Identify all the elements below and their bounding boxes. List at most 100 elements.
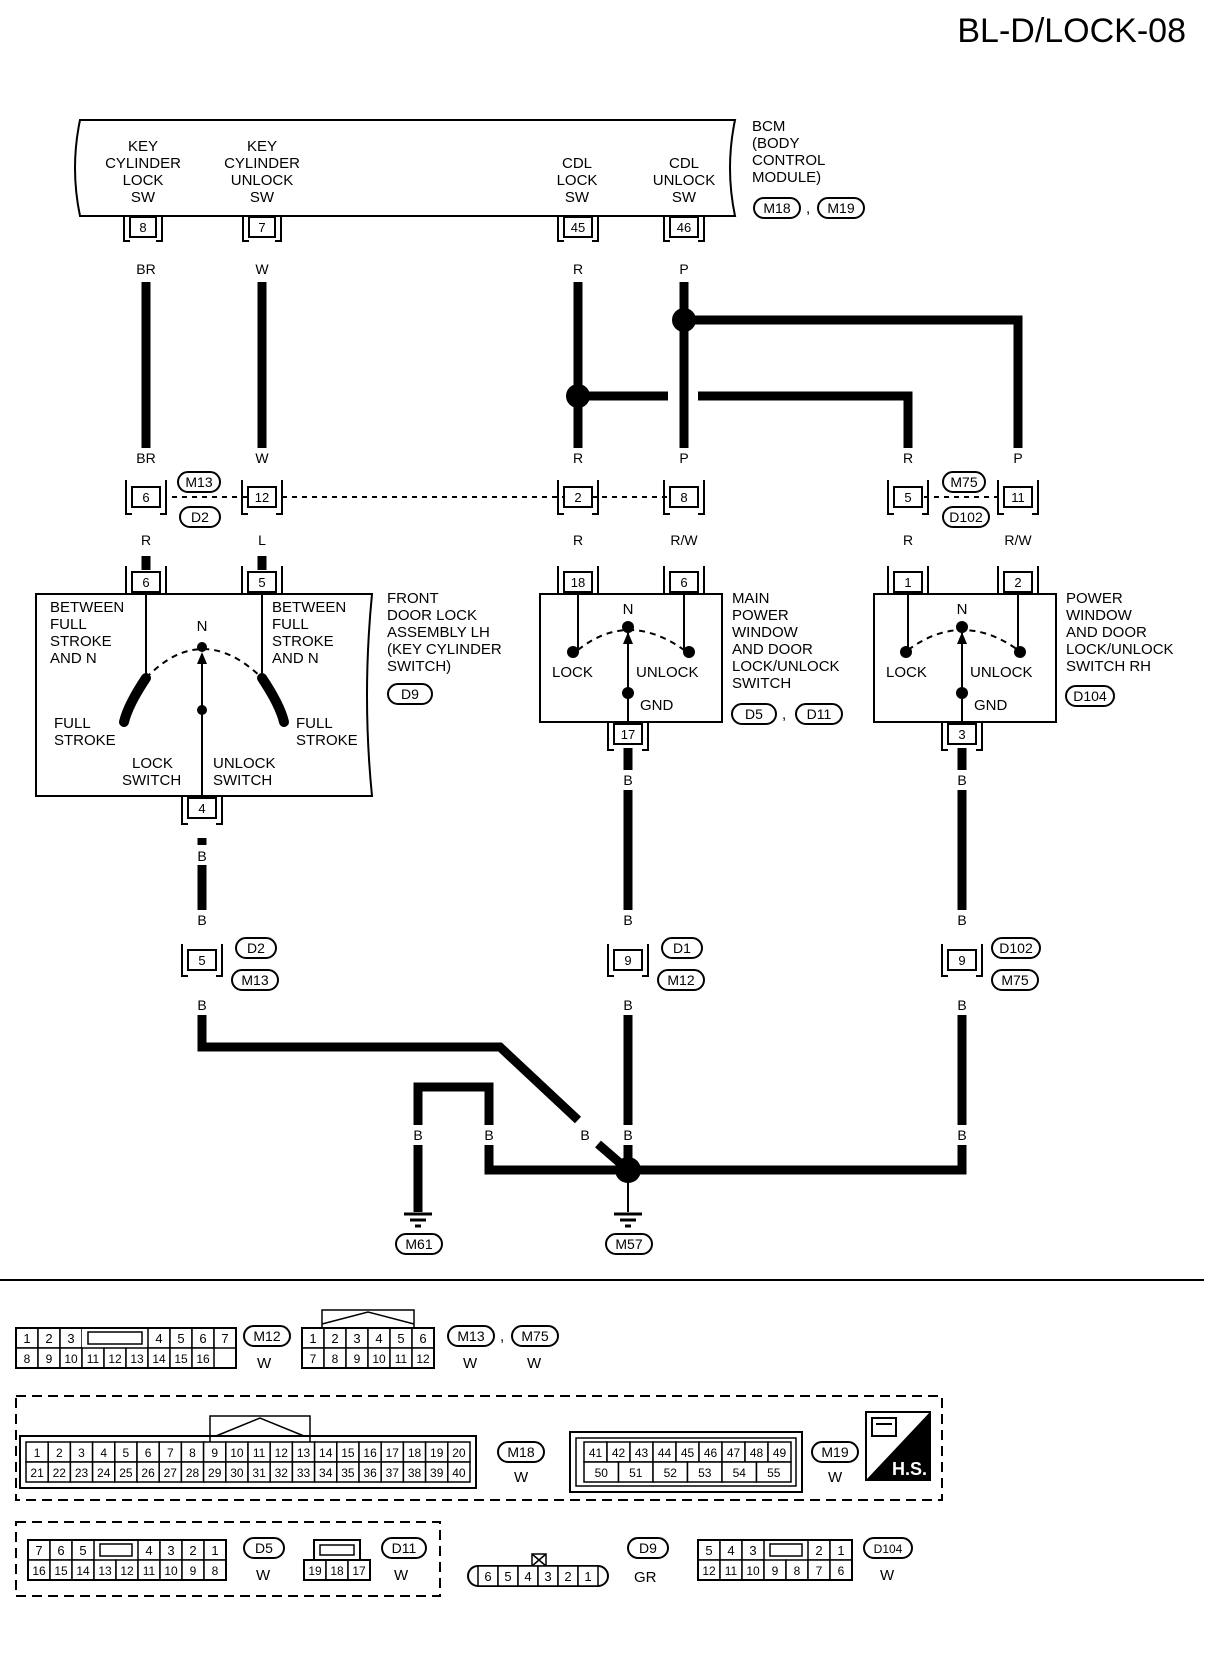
svg-text:SWITCH: SWITCH (122, 772, 181, 789)
pin-number: 4 (155, 1331, 162, 1346)
pin-number: 15 (341, 1446, 355, 1460)
pin-number: 12 (120, 1564, 134, 1578)
pin-number: 9 (211, 1446, 218, 1460)
svg-text:BR: BR (136, 261, 155, 277)
pin-number: 11 (143, 1564, 156, 1578)
svg-text:M12: M12 (667, 972, 694, 988)
pin-number: 11 (725, 1564, 738, 1578)
pin-number: 1 (309, 1331, 316, 1346)
pin-number: 44 (658, 1446, 672, 1460)
svg-text:D5: D5 (255, 1540, 273, 1556)
svg-text:D1: D1 (673, 940, 691, 956)
bcm-pin-8: 8 (123, 216, 163, 242)
pin-number: 34 (319, 1466, 333, 1480)
pin-number: 33 (297, 1466, 311, 1480)
pin-number: 26 (141, 1466, 155, 1480)
svg-text:D102: D102 (949, 509, 983, 525)
svg-text:UNLOCK: UNLOCK (653, 172, 716, 189)
pin-cell (447, 1461, 471, 1483)
pin-number: 32 (275, 1466, 289, 1480)
pin-number: 42 (612, 1446, 626, 1460)
svg-text:KEY: KEY (247, 138, 277, 155)
hs-icon: H.S. (865, 1411, 931, 1481)
svg-text:AND DOOR: AND DOOR (1066, 624, 1147, 641)
svg-text:BETWEEN: BETWEEN (272, 599, 346, 616)
rh-switch-label: POWER WINDOW AND DOOR LOCK/UNLOCK SWITCH… (1065, 590, 1174, 707)
pin-number: 6 (199, 1331, 206, 1346)
pin-number: 43 (635, 1446, 649, 1460)
svg-text:5: 5 (904, 490, 911, 505)
svg-text:WINDOW: WINDOW (732, 624, 799, 641)
pin-number: 15 (54, 1564, 68, 1578)
pin-number: 5 (705, 1543, 712, 1558)
svg-text:M13: M13 (185, 474, 212, 490)
pin-number: 24 (97, 1466, 111, 1480)
pin-number: 18 (408, 1446, 422, 1460)
pin-number: 3 (167, 1543, 174, 1558)
svg-text:D5: D5 (745, 706, 763, 722)
front-door-lock-label: FRONT DOOR LOCK ASSEMBLY LH (KEY CYLINDE… (387, 590, 502, 705)
svg-text:9: 9 (624, 953, 631, 968)
pin-number: 11 (87, 1352, 100, 1366)
pin-number: 5 (177, 1331, 184, 1346)
pin-number: 1 (23, 1331, 30, 1346)
pin-number: 4 (524, 1569, 531, 1584)
svg-text:11: 11 (1011, 490, 1025, 505)
svg-text:B: B (197, 997, 206, 1013)
inline-connector-m75-d102: 5 11 M75 D102 (887, 471, 1039, 528)
svg-text:12: 12 (255, 490, 269, 505)
pin-number: 7 (816, 1564, 823, 1578)
pin-number: 2 (564, 1569, 571, 1584)
svg-text:6: 6 (142, 490, 149, 505)
pin-number: 10 (64, 1352, 78, 1366)
pin-number: 37 (386, 1466, 400, 1480)
pin-number: 14 (76, 1564, 90, 1578)
svg-text:W: W (255, 261, 269, 277)
pin-number: 2 (331, 1331, 338, 1346)
pin-number: 12 (275, 1446, 289, 1460)
pin-number: 17 (386, 1446, 400, 1460)
pin-number: 4 (727, 1543, 734, 1558)
front-door-lock-assembly: 6 5 4 BETWEEN FULL STROKE AND N BETWEEN … (35, 566, 374, 825)
svg-text:UNLOCK: UNLOCK (970, 664, 1033, 681)
svg-text:W: W (255, 450, 269, 466)
svg-text:W: W (880, 1567, 895, 1584)
svg-text:3: 3 (958, 727, 965, 742)
svg-text:STROKE: STROKE (296, 732, 358, 749)
svg-text:LOCK/UNLOCK: LOCK/UNLOCK (1066, 641, 1174, 658)
pin-number: 5 (504, 1569, 511, 1584)
svg-text:,: , (500, 1328, 504, 1345)
svg-text:B: B (957, 1127, 966, 1143)
svg-text:D102: D102 (999, 940, 1033, 956)
pin-number: 5 (123, 1446, 130, 1460)
svg-text:M57: M57 (615, 1236, 642, 1252)
pin-number: 46 (704, 1446, 718, 1460)
connector-group-m18-m19 (15, 1395, 943, 1501)
pin-number: 10 (746, 1564, 760, 1578)
bcm-label: BCM (BODY CONTROL MODULE) M18 , M19 (752, 118, 865, 219)
svg-text:FULL: FULL (50, 616, 87, 633)
pin-number: 3 (353, 1331, 360, 1346)
svg-text:N: N (623, 601, 634, 618)
svg-text:M75: M75 (521, 1328, 548, 1344)
main-switch-label: MAIN POWER WINDOW AND DOOR LOCK/UNLOCK S… (731, 590, 843, 725)
svg-text:SWITCH RH: SWITCH RH (1066, 658, 1151, 675)
pin-number: 9 (46, 1352, 53, 1366)
svg-text:BETWEEN: BETWEEN (50, 599, 124, 616)
svg-text:M19: M19 (821, 1444, 848, 1460)
svg-text:CONTROL: CONTROL (752, 152, 825, 169)
svg-text:R/W: R/W (1004, 532, 1032, 548)
main-power-window-switch: 18 6 17 N LOCK UNLOCK GND (539, 566, 723, 751)
pin-number: 6 (57, 1543, 64, 1558)
pin-number: 45 (681, 1446, 695, 1460)
wires (141, 282, 1023, 1212)
pin-number: 3 (67, 1331, 74, 1346)
pin-number: 8 (332, 1352, 339, 1366)
svg-text:W: W (527, 1355, 542, 1372)
pin-number: 52 (664, 1466, 678, 1480)
pin-cell (577, 1565, 599, 1587)
svg-text:B: B (623, 1127, 632, 1143)
svg-text:6: 6 (142, 575, 149, 590)
page-title: BL-D/LOCK-08 (957, 12, 1186, 50)
